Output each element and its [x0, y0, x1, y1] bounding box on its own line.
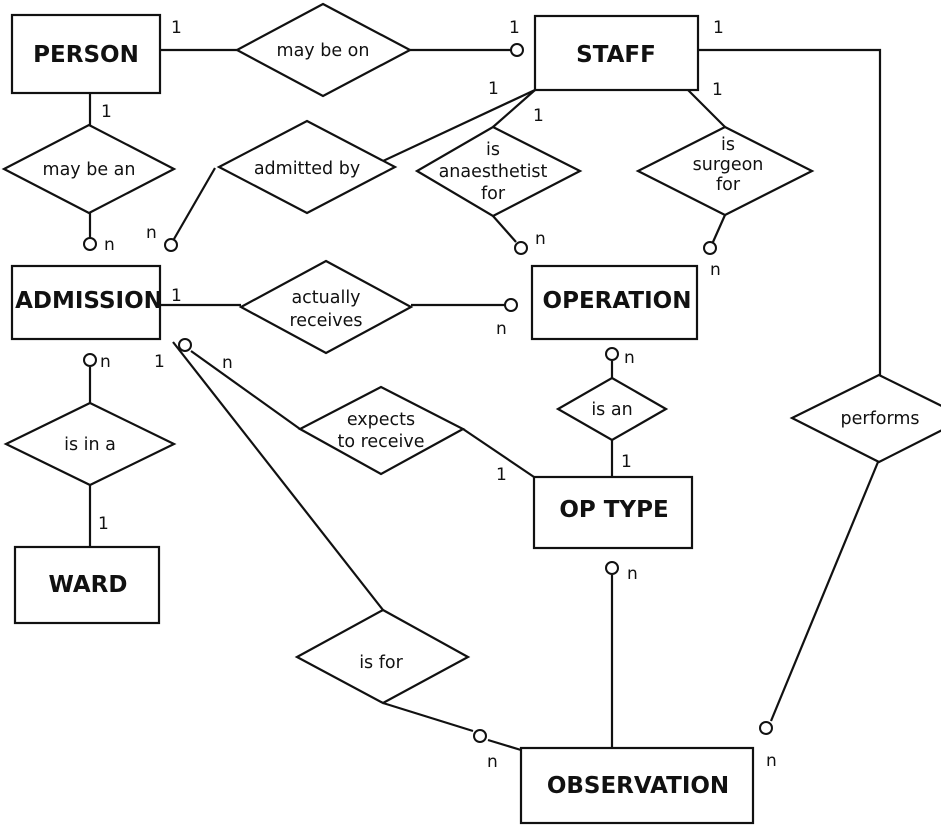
cardinality-label: 1: [488, 79, 499, 99]
line-is-for-observation: [382, 701, 474, 733]
relationship-actually-receives: actually receives: [238, 259, 414, 355]
cardinality-label: 1: [154, 352, 165, 372]
line-staff-anaesthetist: [492, 89, 536, 128]
line-expects-optype: [462, 428, 535, 478]
cardinality-label: 1: [621, 452, 632, 472]
optional-circle-observation-is-for: [473, 729, 487, 743]
optional-circle-admission-expects: [178, 338, 192, 352]
line-staff-performs: [698, 48, 882, 375]
optional-circle-operation-actually-receives: [504, 298, 518, 312]
relationship-label: may be an: [43, 160, 136, 180]
relationship-label: is: [721, 135, 735, 155]
entity-op-type: OP TYPE: [532, 475, 694, 550]
relationship-may-be-on: may be on: [234, 2, 413, 98]
relationship-is-anaesthetist-for: is anaesthetist for: [414, 125, 583, 218]
entity-observation: OBSERVATION: [519, 746, 755, 825]
relationship-label: is an: [591, 400, 632, 420]
cardinality-label: n: [496, 319, 507, 339]
optional-circle-admission-admitted-by: [164, 238, 178, 252]
line-admitted-by-staff: [367, 89, 536, 169]
connector-lines: [88, 48, 882, 752]
entity-staff: STAFF: [533, 14, 700, 92]
cardinality-label: n: [766, 751, 777, 771]
relationship-label: to receive: [337, 432, 424, 452]
line-staff-surgeon: [687, 89, 726, 128]
entity-operation: OPERATION: [530, 264, 699, 341]
cardinality-label: 1: [171, 18, 182, 38]
relationship-label: expects: [347, 410, 415, 430]
relationship-label: may be on: [277, 41, 370, 61]
relationship-is-an: is an: [555, 376, 669, 442]
optional-circle-admission-is-in-a: [83, 353, 97, 367]
entity-label: STAFF: [576, 42, 656, 68]
optional-circle-operation-is-an: [605, 347, 619, 361]
optional-circle-observation-performs: [759, 721, 773, 735]
line-surgeon-operation: [711, 214, 727, 243]
relationship-label: for: [716, 175, 741, 195]
relationship-label: receives: [289, 311, 362, 331]
entity-label: OBSERVATION: [547, 773, 729, 799]
relationship-label: is: [486, 140, 500, 160]
cardinality-label: n: [104, 235, 115, 255]
cardinality-label: 1: [713, 18, 724, 38]
cardinality-labels: 1 1 1 n n 1 1 n 1 n 1 n n 1 n 1 n 1 1 n …: [98, 18, 777, 772]
cardinality-label: n: [710, 260, 721, 280]
cardinality-label: n: [100, 352, 111, 372]
relationship-admitted-by: admitted by: [216, 119, 398, 215]
relationship-is-surgeon-for: is surgeon for: [635, 125, 815, 217]
entity-label: OP TYPE: [559, 497, 668, 523]
cardinality-label: n: [535, 229, 546, 249]
cardinality-label: 1: [496, 465, 507, 485]
relationship-is-for: is for: [294, 608, 471, 705]
cardinality-label: 1: [533, 106, 544, 126]
relationship-label: actually: [291, 288, 360, 308]
line-is-for-observation-end: [487, 738, 522, 752]
entity-label: PERSON: [33, 42, 139, 68]
cardinality-label: n: [222, 353, 233, 373]
cardinality-label: 1: [101, 102, 112, 122]
relationship-label: is for: [359, 653, 403, 673]
optional-circle-staff-may-be-on: [510, 43, 524, 57]
relationship-label: is in a: [64, 435, 116, 455]
relationship-label: surgeon: [693, 155, 764, 175]
entity-label: OPERATION: [543, 288, 692, 314]
entity-ward: WARD: [13, 545, 161, 625]
optional-circle-admission-may-be-an: [83, 237, 97, 251]
cardinality-label: 1: [712, 80, 723, 100]
relationship-label: performs: [841, 409, 920, 429]
entity-person: PERSON: [10, 13, 162, 95]
cardinality-label: 1: [98, 514, 109, 534]
line-performs-observation: [769, 461, 880, 722]
optional-markers: [83, 43, 773, 743]
relationship-performs: performs: [789, 373, 941, 464]
cardinality-label: n: [627, 564, 638, 584]
line-admission-admitted-by: [173, 167, 216, 240]
cardinality-label: n: [487, 752, 498, 772]
cardinality-label: n: [624, 348, 635, 368]
cardinality-label: 1: [509, 18, 520, 38]
entity-label: WARD: [49, 572, 128, 598]
cardinality-label: 1: [171, 286, 182, 306]
relationship-may-be-an: may be an: [1, 123, 177, 215]
optional-circle-optype-observation: [605, 561, 619, 575]
relationship-expects-to-receive: expects to receive: [297, 385, 466, 476]
optional-circle-operation-surgeon: [703, 241, 717, 255]
line-admission-is-for: [172, 341, 384, 611]
relationship-label: admitted by: [254, 159, 360, 179]
entity-label: ADMISSION: [15, 288, 163, 314]
entity-admission: ADMISSION: [10, 264, 163, 341]
relationship-label: anaesthetist: [439, 162, 548, 182]
line-anaesthetist-operation: [492, 215, 517, 243]
cardinality-label: n: [146, 223, 157, 243]
optional-circle-operation-anaesthetist: [514, 241, 528, 255]
line-admission-expects: [190, 350, 301, 430]
relationship-is-in-a: is in a: [3, 401, 177, 487]
relationship-label: for: [481, 184, 506, 204]
